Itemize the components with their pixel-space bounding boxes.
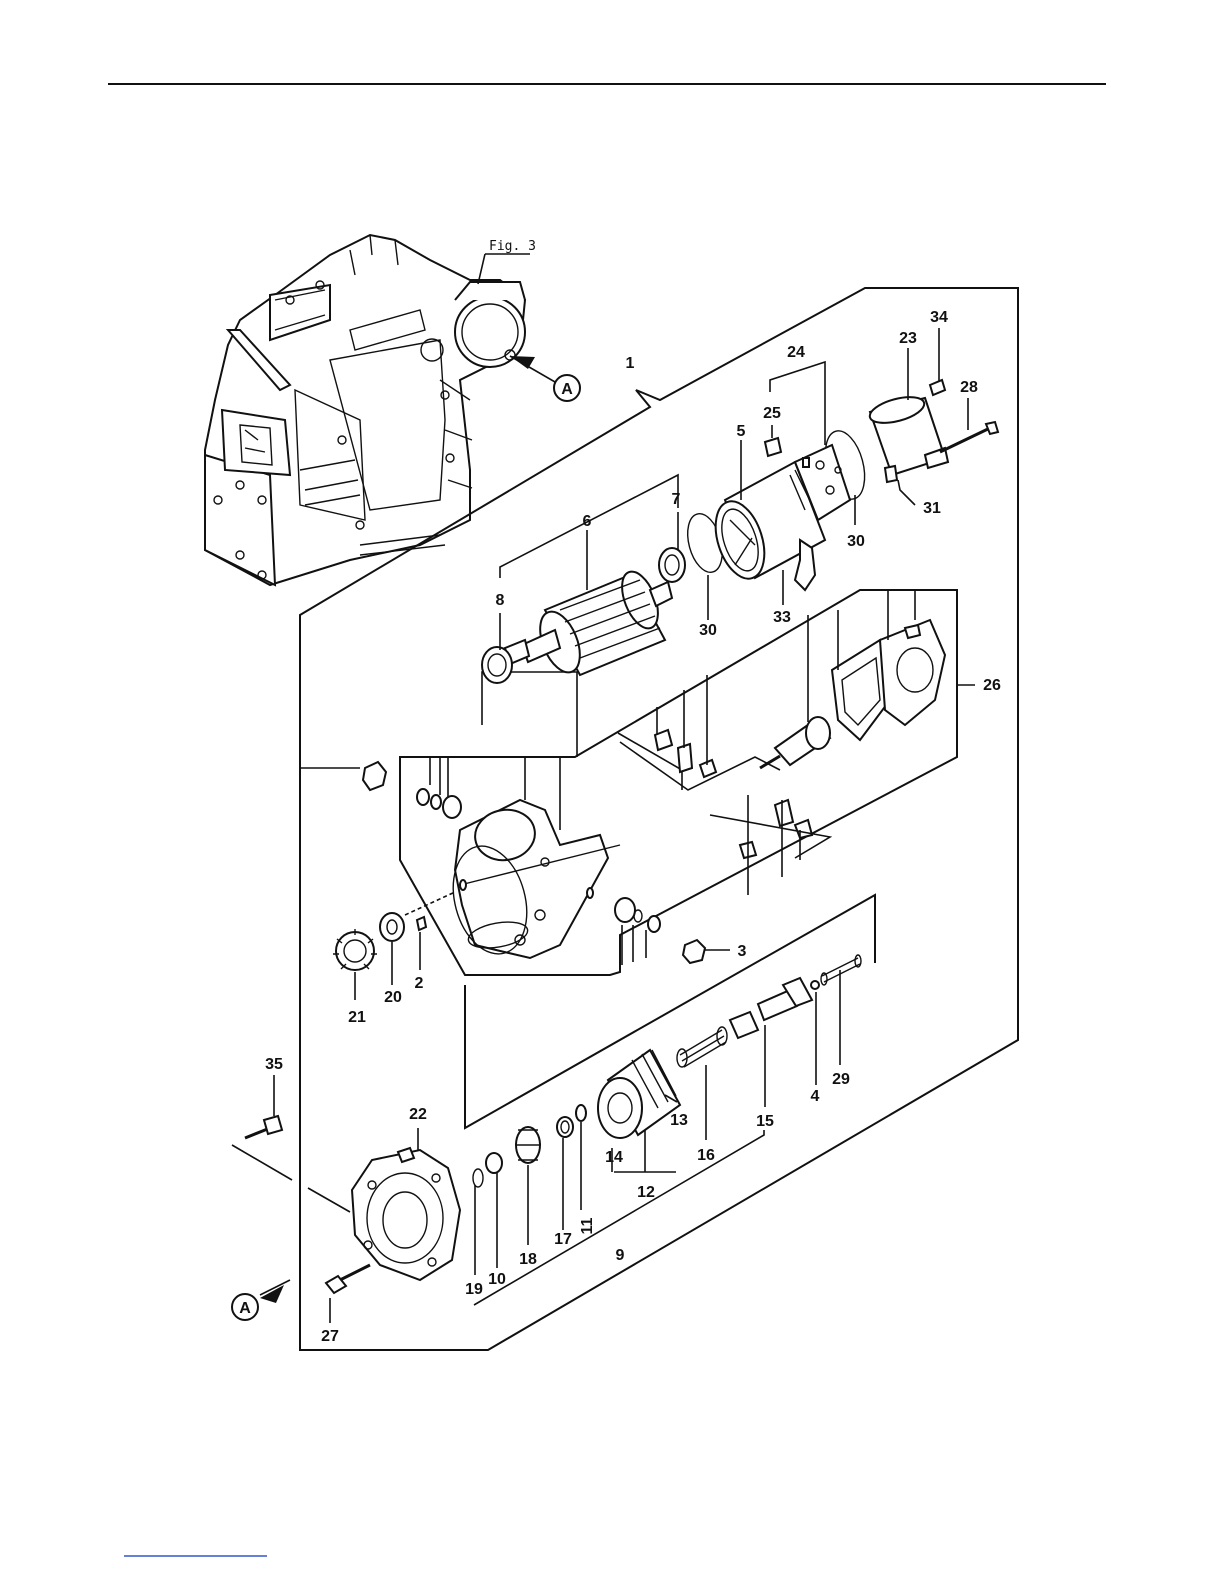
- part-label-9: 9: [616, 1247, 625, 1264]
- snap-ring-19: [473, 1169, 483, 1187]
- part-label-11: 11: [579, 1217, 596, 1234]
- part-label-19: 19: [465, 1281, 483, 1298]
- view-a-marker-top: A: [510, 356, 580, 401]
- part-label-25: 25: [763, 405, 781, 422]
- part-label-29: 29: [832, 1071, 850, 1088]
- through-bolt-28: [940, 422, 998, 452]
- idler-gear-21: [333, 929, 377, 970]
- washer-upper-2: [431, 795, 441, 809]
- bolt-27: [326, 1265, 370, 1293]
- part-label-30-left: 30: [699, 622, 717, 639]
- part-label-24: 24: [787, 344, 805, 361]
- part-label-15: 15: [756, 1113, 774, 1130]
- part-label-31: 31: [923, 500, 941, 517]
- part-label-14: 14: [605, 1149, 623, 1166]
- pinion-20: [380, 913, 404, 941]
- bearing-7: [659, 548, 685, 582]
- front-bracket: [352, 1148, 460, 1280]
- part-label-10: 10: [488, 1271, 506, 1288]
- ball-4: [811, 981, 819, 989]
- part-label-5: 5: [737, 423, 746, 440]
- part-label-8: 8: [496, 592, 505, 609]
- part-label-27: 27: [321, 1328, 339, 1345]
- center-housing: [442, 800, 620, 962]
- spring-16: [677, 1027, 727, 1067]
- part-label-20: 20: [384, 989, 402, 1006]
- washer-upper-1: [417, 789, 429, 805]
- part-label-21: 21: [348, 1009, 366, 1026]
- part-label-23: 23: [899, 330, 917, 347]
- part-label-13: 13: [670, 1112, 688, 1129]
- view-marker-top-label: A: [561, 381, 573, 398]
- part-label-3: 3: [738, 943, 747, 960]
- clutch-assembly: [598, 1050, 680, 1138]
- part-label-26: 26: [983, 677, 1001, 694]
- spring-17: [557, 1117, 573, 1137]
- spring-29: [821, 955, 861, 985]
- part-label-30-right: 30: [847, 533, 865, 550]
- part-label-4: 4: [811, 1088, 820, 1105]
- pin-2: [417, 917, 426, 930]
- magnetic-switch-group: [655, 620, 945, 858]
- view-a-marker-bottom: A: [232, 1285, 284, 1320]
- nut-3: [683, 940, 705, 963]
- nut-upper: [363, 762, 386, 790]
- gear-18: [516, 1127, 540, 1163]
- part-label-35: 35: [265, 1056, 283, 1073]
- bearing-10: [486, 1153, 502, 1173]
- part-label-16: 16: [697, 1147, 715, 1164]
- figure-reference-label: Fig. 3: [489, 239, 536, 254]
- retainer-11: [576, 1105, 586, 1121]
- armature: [505, 567, 672, 678]
- shaft-15: [730, 978, 812, 1038]
- brush-25: [765, 438, 781, 456]
- part-label-34: 34: [930, 309, 948, 326]
- view-marker-bottom-label: A: [239, 1300, 251, 1317]
- rear-cover: [867, 392, 948, 482]
- part-label-22: 22: [409, 1106, 427, 1123]
- part-label-18: 18: [519, 1251, 537, 1268]
- part-label-7: 7: [672, 491, 681, 508]
- figure-reference: Fig. 3: [478, 239, 536, 284]
- flywheel-housing: [205, 235, 525, 585]
- part-label-28: 28: [960, 379, 978, 396]
- part-label-17: 17: [554, 1231, 572, 1248]
- bushing-upper: [443, 796, 461, 818]
- washer-lower: [648, 916, 660, 932]
- bearing-8: [482, 647, 512, 683]
- o-ring-lower: [634, 910, 642, 922]
- part-label-1: 1: [626, 355, 635, 372]
- bolt-35: [245, 1116, 282, 1138]
- part-label-6: 6: [583, 513, 592, 530]
- part-label-33: 33: [773, 609, 791, 626]
- part-label-2: 2: [415, 975, 424, 992]
- screw-34: [930, 380, 945, 395]
- bushing-lower: [615, 898, 635, 922]
- part-label-12: 12: [637, 1184, 655, 1201]
